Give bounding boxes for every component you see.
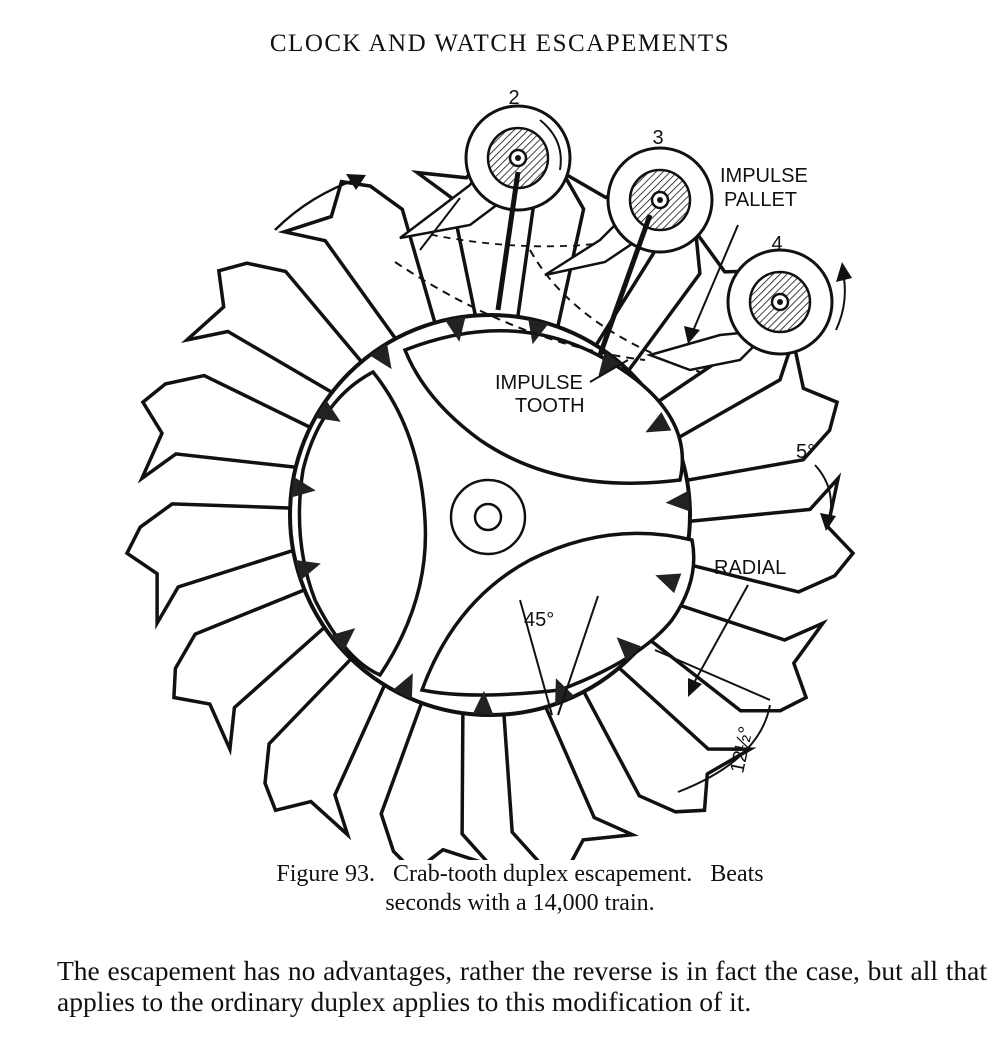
impulse-pin (393, 673, 413, 700)
radial-line (689, 584, 749, 691)
impulse-pins (290, 316, 690, 715)
crab-tooth (263, 652, 389, 841)
impulse-pin (290, 476, 316, 498)
crab-tooth (124, 502, 300, 630)
running-head: CLOCK AND WATCH ESCAPEMENTS (269, 30, 731, 57)
label-pallet-4: 4 (771, 233, 782, 255)
caption-line-2: seconds with a 14,000 train. (385, 890, 655, 916)
label-angle-45: 45° (524, 609, 554, 631)
crab-tooth (277, 179, 439, 345)
crab-tooth (668, 333, 840, 484)
label-impulse-tooth-2: TOOTH (515, 395, 585, 417)
label-impulse-pallet-2: PALLET (724, 189, 797, 211)
impulse-pin (445, 316, 466, 342)
crab-tooth (172, 585, 331, 756)
label-impulse-pallet-1: IMPULSE (720, 165, 808, 187)
roller-position-3 (544, 146, 714, 356)
escapement-figure: 2 3 4 IMPULSE PALLET IMPULSE TOOTH 5° RA… (124, 87, 856, 860)
impulse-pin (665, 490, 690, 512)
impulse-pin (598, 351, 622, 377)
caption-line-1: Figure 93. Crab-tooth duplex escapement.… (276, 861, 764, 887)
impulse-pin (295, 560, 321, 581)
impulse-pallet-leader (689, 224, 739, 339)
body-paragraph: The escapement has no advantages, rather… (57, 955, 987, 1017)
angle-12-5-marker (654, 649, 771, 793)
impulse-pin (330, 628, 356, 652)
impulse-pin (369, 343, 392, 370)
label-angle-12-5: 12½° (726, 725, 757, 775)
roller-position-4 (646, 248, 852, 372)
roller-position-2 (399, 104, 572, 311)
label-pallet-3: 3 (652, 127, 663, 149)
impulse-pin (645, 412, 672, 433)
crab-tooth (641, 598, 829, 713)
label-radial: RADIAL (714, 557, 786, 579)
label-impulse-tooth-1: IMPULSE (495, 372, 583, 394)
crab-tooth (180, 261, 368, 398)
crab-tooth (677, 472, 856, 594)
pallet-path-dashed (394, 261, 646, 361)
impulse-pin (472, 690, 494, 715)
label-angle-5: 5° (796, 441, 815, 463)
angle-45-marker (519, 595, 599, 716)
wheel-hub (449, 478, 527, 556)
label-pallet-2: 2 (508, 87, 519, 109)
escape-wheel-teeth (124, 147, 856, 860)
crab-tooth (579, 662, 757, 814)
impulse-pin (555, 678, 575, 705)
impulse-pin (528, 318, 549, 345)
impulse-pin (616, 637, 641, 662)
impulse-pin (655, 573, 682, 594)
crab-tooth (137, 373, 317, 484)
figure-caption: Figure 93. Crab-tooth duplex escapement.… (150, 860, 890, 918)
crab-tooth (501, 700, 640, 860)
crab-tooth (379, 696, 488, 860)
rotation-arrow (274, 176, 361, 231)
impulse-pin (315, 400, 341, 422)
